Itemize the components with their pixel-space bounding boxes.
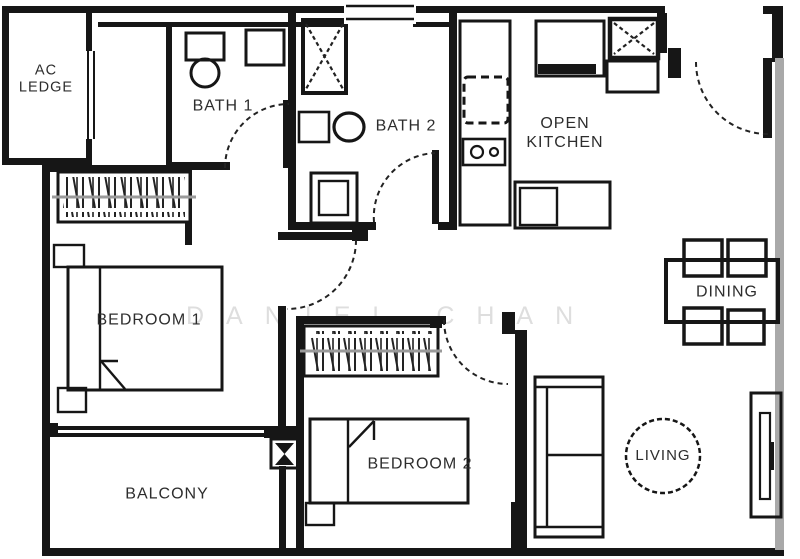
balcony-column-icon: [269, 437, 300, 470]
walls: [2, 6, 784, 556]
bath2-window-icon: [344, 3, 416, 24]
bedroom2-bedside-table-icon: [304, 501, 336, 527]
bath2-basin-icon: [297, 110, 366, 144]
bath1-door: [224, 100, 290, 169]
room-label-ac-ledge: AC LEDGE: [18, 62, 74, 96]
entrance-door: [695, 58, 772, 138]
room-label-living: LIVING: [635, 447, 691, 464]
dining-table-icon: [664, 258, 780, 324]
bedroom1-bedside-table-icon: [52, 243, 86, 269]
bedroom1-bedside-table-icon: [56, 386, 88, 414]
room-label-balcony: BALCONY: [125, 485, 209, 503]
wardrobe-bedroom1-icon: [52, 170, 196, 224]
room-label-dining: DINING: [696, 283, 758, 301]
room-label-bath1: BATH 1: [192, 97, 254, 115]
dining-set-icon: [664, 238, 780, 346]
room-label-open-kitchen: OPEN KITCHEN: [526, 114, 604, 151]
tv-console-icon: [749, 391, 783, 519]
bath2-toilet-icon: [309, 171, 359, 225]
kitchen-counter: [458, 19, 660, 230]
room-label-bedroom1: BEDROOM 1: [96, 311, 202, 329]
fridge-icon: [462, 75, 510, 125]
balcony-sliding-door-icon: [48, 423, 268, 437]
room-label-bath2: BATH 2: [375, 117, 437, 135]
dining-chair-icon: [726, 308, 766, 346]
bedroom2-door: [443, 319, 509, 385]
wardrobe-bedroom2-icon: [300, 316, 442, 378]
sofa-icon: [533, 375, 605, 539]
bedroom1-door: [286, 239, 357, 310]
bath2-door: [372, 150, 439, 224]
kitchen-sink-counter-icon: [538, 64, 596, 74]
hob-icon: [461, 137, 507, 167]
living-circle-icon: [624, 417, 702, 495]
room-label-bedroom2: BEDROOM 2: [367, 455, 473, 473]
dining-chair-icon: [682, 306, 724, 346]
bedroom1-bed-icon: [66, 265, 224, 392]
kitchen-vent-shaft-icon: [607, 16, 661, 61]
bedroom2-bed-icon: [308, 417, 470, 505]
bath1-toilet-icon: [184, 31, 226, 89]
bath2-shower-icon: [301, 18, 348, 95]
bath1-basin-icon: [244, 28, 286, 67]
